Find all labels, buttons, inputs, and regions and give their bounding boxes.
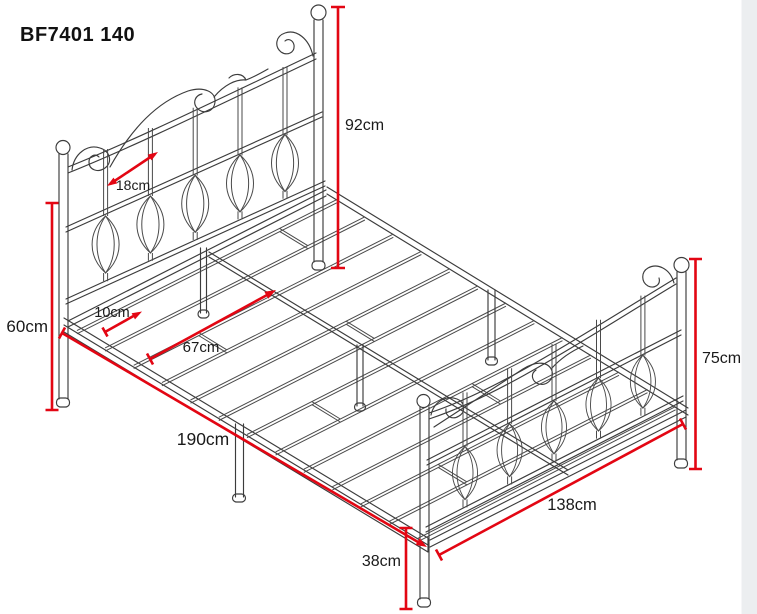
footboard-spindle-stems [462,295,646,508]
near-rail-leg-foot [231,493,247,503]
footboard [416,256,690,608]
far-rail-leg [487,289,496,361]
dim-190-tick [57,326,67,340]
dim-92-line [331,5,345,270]
dim-38-label: 38cm [362,553,401,570]
head-edge-rail [67,189,327,328]
headboard-spindle-stems [103,67,288,282]
dim-18-line [109,152,156,186]
bed-frame [55,4,690,608]
footboard-mid-rail [426,329,682,466]
dimension-footboard-height: 75cm [689,257,741,471]
dim-67-line [149,293,269,361]
dimension-center-support-offset: 67cm [145,290,276,366]
headboard-left-finial [55,139,71,156]
footboard-left-finial [416,393,431,409]
headboard-right-post [313,19,324,263]
headboard-left-post-foot [55,397,71,408]
footboard-left-post [419,406,430,600]
dim-10-line [104,312,139,334]
center-leg-head [199,247,208,314]
dim-138-tick-right [678,417,688,431]
headboard-right-finial [310,4,327,21]
near-side-rail [63,317,429,553]
footboard-right-post [676,271,687,461]
dim-18-arrowhead-left [107,177,118,186]
dim-18-arrowhead-right [147,152,158,161]
dim-190-label: 190cm [177,429,230,449]
support-legs [197,247,499,503]
headboard-top-rail [67,52,317,174]
headboard-spindles [91,134,299,274]
dimension-headboard-height: 92cm [331,5,384,270]
dimension-slat-spacing: 10cm [94,305,142,338]
dim-38-line [399,526,413,611]
dimension-annotations: 92cm 18cm 60cm 10cm 67cm [6,5,741,611]
far-side-rail [326,186,689,416]
headboard-left-post [58,153,69,400]
headboard [55,4,327,408]
center-leg-head-foot [197,309,210,319]
center-leg-mid-foot [353,402,367,412]
headboard-right-post-foot [311,260,326,271]
dim-190-line [61,331,419,544]
dimension-bed-length: 190cm [57,326,427,547]
dimension-bed-width: 138cm [434,417,688,562]
dim-18-label: 18cm [116,177,150,193]
product-code: BF7401 140 [20,24,135,46]
slats [76,199,676,543]
dim-138-label: 138cm [547,496,597,514]
far-rail-leg-foot [484,356,499,366]
dim-67-label: 67cm [183,339,220,356]
dim-10-tick [101,326,109,338]
page-edge-strip [741,0,757,614]
headboard-scrollwork [71,31,314,171]
dim-138-tick-left [434,548,444,562]
dimension-spindle-spacing: 18cm [107,152,158,193]
dimension-base-rail-height: 38cm [362,526,413,611]
footboard-right-post-foot [673,458,689,469]
dim-138-line [438,422,684,557]
dimension-post-height: 60cm [6,201,59,412]
dim-10-label: 10cm [94,305,129,321]
dim-190-arrowhead [415,538,427,547]
dim-75-label: 75cm [702,350,741,367]
footboard-scrollwork [430,265,675,428]
dim-67-arrowhead [264,290,276,299]
footboard-right-finial [673,256,690,274]
headboard-mid-rail [65,111,323,233]
footboard-top-rail [428,277,677,420]
footboard-bottom-rail [425,395,684,533]
center-leg-mid [356,344,364,407]
dim-92-label: 92cm [345,117,384,134]
dim-10-arrowhead [131,311,142,320]
dim-75-line [689,257,702,471]
headboard-bottom-rail [65,180,326,305]
footboard-left-post-foot [416,597,432,608]
dim-67-tick [145,352,155,366]
foot-edge-rail [429,409,687,548]
dim-60-line [45,201,59,412]
dim-60-label: 60cm [6,317,48,336]
